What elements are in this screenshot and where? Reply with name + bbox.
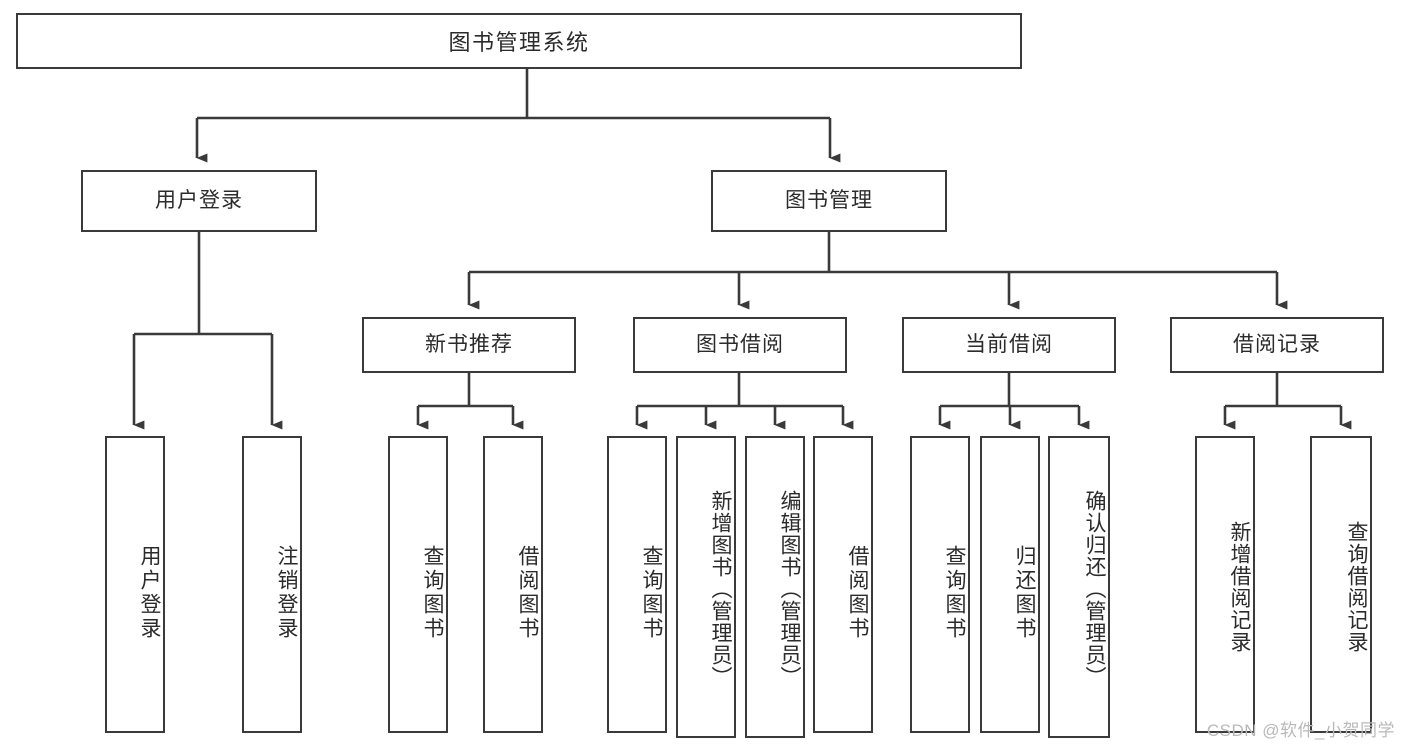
node-new-book-recommend[interactable]: 新书推荐 [362,317,576,373]
leaf-user-login[interactable]: 用户登录 [105,436,165,733]
node-book-manage[interactable]: 图书管理 [711,170,947,232]
leaf-confirm-return-admin[interactable]: 确认归还（管理员） [1048,436,1110,738]
leaf-logout-login[interactable]: 注销登录 [242,436,302,733]
node-root-system[interactable]: 图书管理系统 [16,13,1022,69]
leaf-edit-book-admin[interactable]: 编辑图书（管理员） [745,436,805,738]
leaf-query-book-2[interactable]: 查询图书 [607,436,667,733]
node-current-borrow[interactable]: 当前借阅 [902,317,1116,373]
leaf-borrow-book-2[interactable]: 借阅图书 [813,436,873,733]
leaf-add-borrow-record[interactable]: 新增借阅记录 [1195,436,1255,733]
leaf-query-book-1[interactable]: 查询图书 [388,436,448,733]
leaf-return-book[interactable]: 归还图书 [980,436,1040,733]
node-book-borrow[interactable]: 图书借阅 [633,317,847,373]
node-borrow-record[interactable]: 借阅记录 [1170,317,1384,373]
node-user-login[interactable]: 用户登录 [81,170,317,232]
leaf-query-borrow-record[interactable]: 查询借阅记录 [1310,436,1372,733]
leaf-add-book-admin[interactable]: 新增图书（管理员） [676,436,736,738]
leaf-borrow-book-1[interactable]: 借阅图书 [483,436,543,733]
csdn-watermark: CSDN @软件_小贺同学 [1206,721,1395,740]
leaf-query-book-3[interactable]: 查询图书 [910,436,970,733]
